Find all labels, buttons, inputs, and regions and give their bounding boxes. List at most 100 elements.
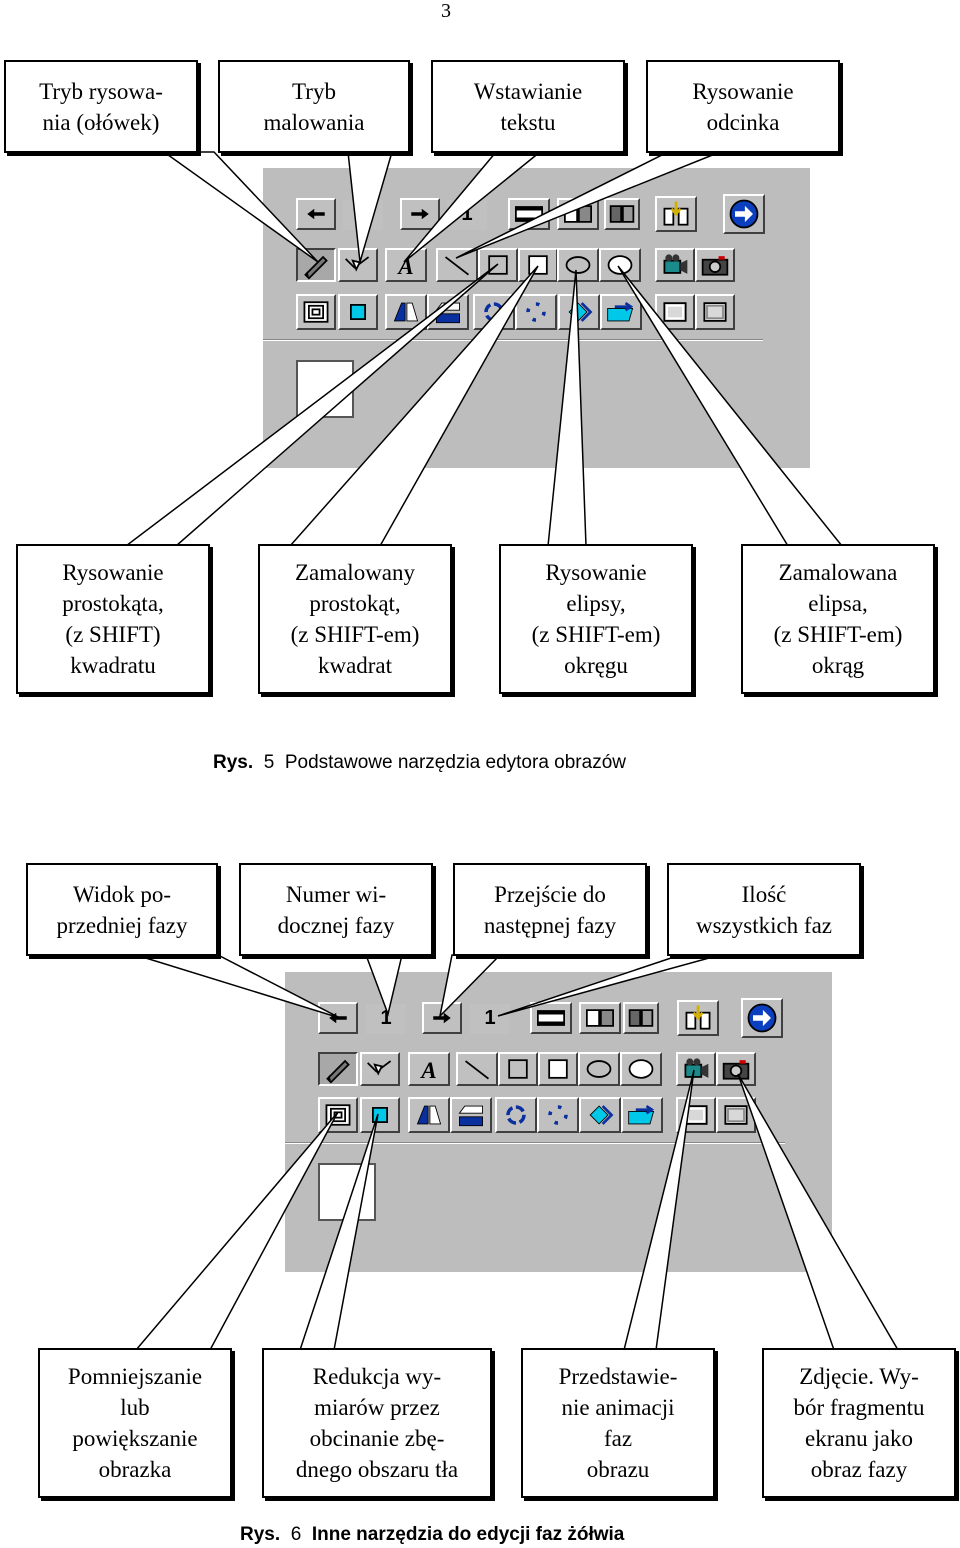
snapshot-button[interactable] [716, 1052, 756, 1086]
label-line: (z SHIFT-em) [531, 622, 661, 647]
figure-6-caption: Rys. 6 Inne narzędzia do edycji faz żółw… [240, 1524, 624, 1546]
label-line: kwadratu [70, 653, 156, 678]
next-phase-button[interactable] [422, 1002, 462, 1034]
label-line: docznej fazy [277, 912, 395, 938]
frame-button[interactable] [655, 294, 695, 330]
flip-horizontal-icon [393, 302, 419, 322]
insert-frame-icon [663, 201, 689, 226]
animation-button[interactable] [655, 248, 695, 282]
duplicate-frame-button[interactable] [623, 1002, 659, 1034]
flip-vertical-button[interactable] [450, 1097, 492, 1133]
label-line: ekranu jako [805, 1426, 913, 1451]
filled-rectangle-tool-button[interactable] [518, 248, 558, 282]
label-line: Rysowanie [692, 78, 794, 104]
rectangle-tool-button[interactable] [478, 248, 518, 282]
label-line: (z SHIFT-em) [290, 622, 420, 647]
frame-outline-icon [663, 302, 687, 322]
rotate-right-button[interactable] [537, 1097, 579, 1133]
split-frame-button[interactable] [579, 1002, 621, 1034]
arrow-left-icon [329, 1012, 347, 1024]
flip-vertical-button[interactable] [427, 294, 469, 330]
crop-button[interactable] [338, 294, 378, 330]
label-total-phases: Ilość wszystkich faz [667, 863, 861, 956]
label-line: Numer wi- [285, 881, 387, 907]
split-frame-button[interactable] [557, 198, 599, 230]
paint-tool-button[interactable] [338, 248, 378, 282]
paint-tool-button[interactable] [360, 1052, 400, 1086]
label-line: odcinka [706, 109, 780, 135]
svg-text:A: A [419, 1058, 436, 1083]
pencil-tool-button[interactable] [296, 248, 336, 282]
caption-number: 6 [290, 1524, 302, 1545]
insert-frame-button[interactable] [655, 196, 697, 232]
phase-preview[interactable] [318, 1163, 376, 1221]
insert-frame-button[interactable] [677, 1000, 719, 1036]
go-button[interactable] [741, 998, 783, 1038]
rotate-right-icon [526, 302, 546, 322]
caption-label: Rys. [213, 752, 254, 773]
phase-preview[interactable] [296, 360, 354, 418]
go-button[interactable] [723, 194, 765, 234]
label-line: następnej fazy [483, 912, 617, 938]
line-tool-button[interactable] [456, 1052, 498, 1086]
filled-rectangle-icon [548, 1059, 568, 1079]
label-pencil-mode: Tryb rysowa- nia (ołówek) [4, 60, 198, 153]
frame-button[interactable] [676, 1097, 716, 1133]
label-animation: Przedstawie- nie animacji faz obrazu [521, 1348, 715, 1498]
diamond-arrow-icon [589, 1105, 614, 1125]
text-tool-button[interactable]: A [408, 1052, 450, 1086]
svg-text:A: A [396, 254, 413, 279]
animation-button[interactable] [676, 1052, 716, 1086]
rectangle-icon [488, 255, 508, 275]
duplicate-frame-button[interactable] [604, 198, 640, 230]
label-line: okręgu [564, 653, 628, 678]
ellipse-icon [586, 1060, 612, 1078]
ellipse-tool-button[interactable] [578, 1052, 620, 1086]
frames-button[interactable] [508, 198, 550, 230]
zoom-button[interactable] [318, 1097, 358, 1133]
crop-icon [372, 1107, 388, 1123]
next-phase-button[interactable] [400, 198, 440, 230]
rotate-left-button[interactable] [495, 1097, 537, 1133]
move-folder-button[interactable] [621, 1097, 663, 1133]
go-arrow-icon [747, 1003, 777, 1033]
pencil-icon [326, 1059, 350, 1084]
move-folder-button[interactable] [600, 294, 642, 330]
filled-ellipse-tool-button[interactable] [620, 1052, 662, 1086]
flip-horizontal-button[interactable] [408, 1097, 450, 1133]
rotate-left-button[interactable] [473, 294, 515, 330]
label-line: Ilość [741, 881, 787, 907]
flip-horizontal-icon [416, 1105, 442, 1125]
label-line: bór fragmentu [793, 1395, 925, 1420]
label-ellipse: Rysowanie elipsy, (z SHIFT-em) okręgu [499, 544, 693, 694]
filled-rectangle-tool-button[interactable] [538, 1052, 578, 1086]
frame-button-2[interactable] [716, 1097, 756, 1133]
label-next-phase: Przejście do następnej fazy [453, 863, 647, 956]
crop-icon [350, 304, 366, 320]
label-line: prostokąta, [62, 591, 164, 616]
line-tool-button[interactable] [436, 248, 478, 282]
crop-button[interactable] [360, 1097, 400, 1133]
frames-button[interactable] [530, 1002, 572, 1034]
label-line: elipsa, [808, 591, 868, 616]
ellipse-tool-button[interactable] [557, 248, 599, 282]
flip-horizontal-button[interactable] [385, 294, 427, 330]
pencil-tool-button[interactable] [318, 1052, 358, 1086]
filled-ellipse-tool-button[interactable] [599, 248, 641, 282]
label-line: nia (ołówek) [42, 109, 160, 135]
prev-phase-button[interactable] [318, 1002, 358, 1034]
move-diamond-button[interactable] [579, 1097, 621, 1133]
zoom-button[interactable] [296, 294, 336, 330]
arrow-right-icon [433, 1012, 451, 1024]
prev-phase-button[interactable] [296, 198, 336, 230]
text-tool-button[interactable]: A [385, 248, 427, 282]
rotate-right-icon [548, 1105, 568, 1125]
rectangle-tool-button[interactable] [498, 1052, 538, 1086]
frame-button-2[interactable] [695, 294, 735, 330]
pencil-icon [304, 255, 328, 280]
caption-label: Rys. [240, 1524, 281, 1545]
ellipse-icon [565, 256, 591, 274]
move-diamond-button[interactable] [558, 294, 600, 330]
rotate-right-button[interactable] [515, 294, 557, 330]
snapshot-button[interactable] [695, 248, 735, 282]
